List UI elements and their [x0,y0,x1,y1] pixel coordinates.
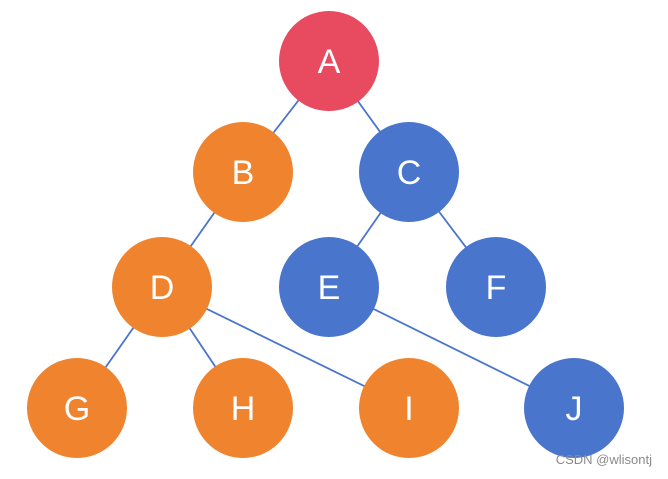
node-circle-g [27,358,127,458]
node-label-c: C [397,154,422,192]
node-circle-h [193,358,293,458]
node-d: D [112,237,212,337]
nodes-layer: A B C D E F G H I J [27,11,624,458]
node-circle-d [112,237,212,337]
node-c: C [359,122,459,222]
node-g: G [27,358,127,458]
node-label-h: H [231,390,256,428]
node-j: J [524,358,624,458]
node-e: E [279,237,379,337]
node-label-j: J [566,390,583,428]
node-label-i: I [404,390,413,428]
node-circle-i [359,358,459,458]
node-label-e: E [318,269,341,307]
node-i: I [359,358,459,458]
node-label-b: B [232,154,255,192]
node-circle-c [359,122,459,222]
node-f: F [446,237,546,337]
node-h: H [193,358,293,458]
watermark-text: CSDN @wlisontj [555,452,652,467]
edges-layer [76,60,575,409]
node-b: B [193,122,293,222]
node-circle-j [524,358,624,458]
node-label-f: F [486,269,507,307]
node-circle-a [279,11,379,111]
node-a: A [279,11,379,111]
node-label-a: A [318,43,341,81]
node-label-d: D [150,269,175,307]
node-circle-b [193,122,293,222]
node-label-g: G [64,390,90,428]
node-circle-f [446,237,546,337]
node-circle-e [279,237,379,337]
